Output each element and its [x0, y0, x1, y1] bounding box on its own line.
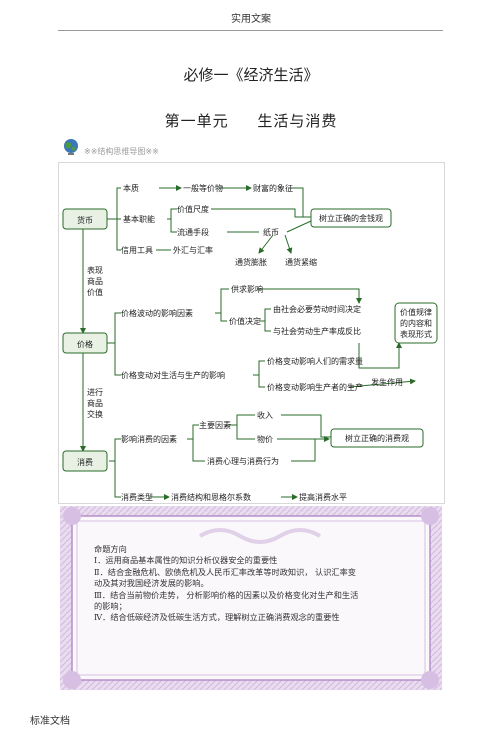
price-effect-people: 价格变动影响人们的需求量: [267, 356, 363, 366]
price-law-line1: 价值规律: [400, 307, 432, 317]
exam-line-4: Ⅲ．结合当前物价走势， 分析影响价格的因素以及价格变化对生产和生活: [94, 589, 359, 600]
consumption-structure: 消费结构和恩格尔系数: [171, 492, 251, 502]
consumption-correct-view: 树立正确的消费观: [345, 433, 409, 443]
unit-name: 生活与消费: [257, 112, 338, 130]
price-interaction: 发生作用: [371, 377, 403, 387]
exam-heading: 命题方向: [94, 544, 127, 554]
money-essence: 本质: [123, 183, 139, 193]
money-correct-view: 树立正确的金钱观: [319, 213, 383, 223]
decorative-frame: [60, 506, 442, 690]
money-measure-of-value: 价值尺度: [177, 204, 209, 214]
side-label-1a: 表现: [87, 265, 103, 275]
mindmap-diagram: 货币 价格 消费 表现 商品 价值 进行 商品 交换 本质 一般等价物 财富的象…: [62, 183, 438, 502]
side-label-1c: 价值: [87, 287, 103, 297]
money-paper: 纸币: [263, 227, 279, 237]
exam-line-2: Ⅱ．结合金融危机、欧债危机及人民币汇率改革等时政知识， 认识汇率变: [94, 566, 356, 577]
node-consumption: 消费: [77, 457, 93, 467]
money-exchange: 外汇与汇率: [173, 245, 213, 255]
consumption-main-factors: 主要因素: [199, 420, 231, 430]
price-value-determines: 价值决定: [229, 316, 261, 326]
price-productivity: 与社会劳动生产率成反比: [273, 326, 361, 336]
side-label-1b: 商品: [87, 276, 103, 286]
document-title: 必修一《经济生活》: [183, 66, 319, 84]
price-law-line3: 表现形式: [400, 329, 432, 339]
side-label-2b: 商品: [87, 398, 103, 408]
node-money: 货币: [77, 215, 93, 225]
price-effect-producers: 价格变动影响生产者的生产: [267, 382, 363, 392]
money-means-of-circulation: 流通手段: [177, 227, 209, 237]
price-effects: 价格变动对生活与生产的影响: [121, 370, 225, 380]
exam-line-1: Ⅰ．运用商品基本属性的知识分析仪器安全的重要性: [94, 555, 278, 566]
consumption-level: 提高消费水平: [299, 492, 347, 502]
side-label-2a: 进行: [87, 387, 103, 397]
money-general-equivalent: 一般等价物: [183, 183, 223, 193]
page-footer: 标准文档: [30, 716, 70, 727]
money-basic-functions: 基本职能: [123, 214, 155, 224]
exam-line-5: 的影响；: [94, 601, 127, 612]
consumption-psychology: 消费心理与消费行为: [207, 456, 279, 466]
consumption-price: 物价: [257, 434, 273, 444]
exam-line-6: Ⅳ．结合低碳经济及低碳生活方式，理解树立正确消费观念的重要性: [94, 612, 340, 623]
consumption-income: 收入: [257, 410, 273, 420]
unit-number: 第一单元: [164, 112, 229, 130]
consumption-factors: 影响消费的因素: [121, 434, 177, 444]
money-wealth-symbol: 财富的象征: [253, 183, 293, 193]
node-price: 价格: [77, 339, 93, 349]
exam-directions: 命题方向 Ⅰ．运用商品基本属性的知识分析仪器安全的重要性 Ⅱ．结合金融危机、欧债…: [94, 544, 424, 624]
page-header: 实用文案: [231, 14, 271, 25]
price-labor-time: 由社会必要劳动时间决定: [273, 304, 361, 314]
mindmap-caption: ※※结构思维导图※※: [84, 147, 159, 156]
unit-title: 第一单元 生活与消费: [0, 110, 502, 131]
price-law-line2: 的内容和: [400, 318, 432, 328]
exam-line-3: 动及其对我国经济发展的影响。: [94, 578, 209, 589]
price-factors: 价格波动的影响因素: [121, 308, 193, 318]
money-tools: 信用工具: [121, 245, 153, 255]
side-label-2c: 交换: [87, 409, 103, 419]
money-deflation: 通货紧缩: [285, 257, 317, 267]
header-rule: [58, 30, 443, 31]
mindmap: 货币 价格 消费 表现 商品 价值 进行 商品 交换 本质 一般等价物 财富的象…: [58, 162, 445, 504]
consumption-types: 消费类型: [121, 492, 153, 502]
price-supply-demand: 供求影响: [231, 284, 263, 294]
globe-icon: [64, 139, 78, 155]
money-inflation: 通货膨胀: [235, 257, 267, 267]
